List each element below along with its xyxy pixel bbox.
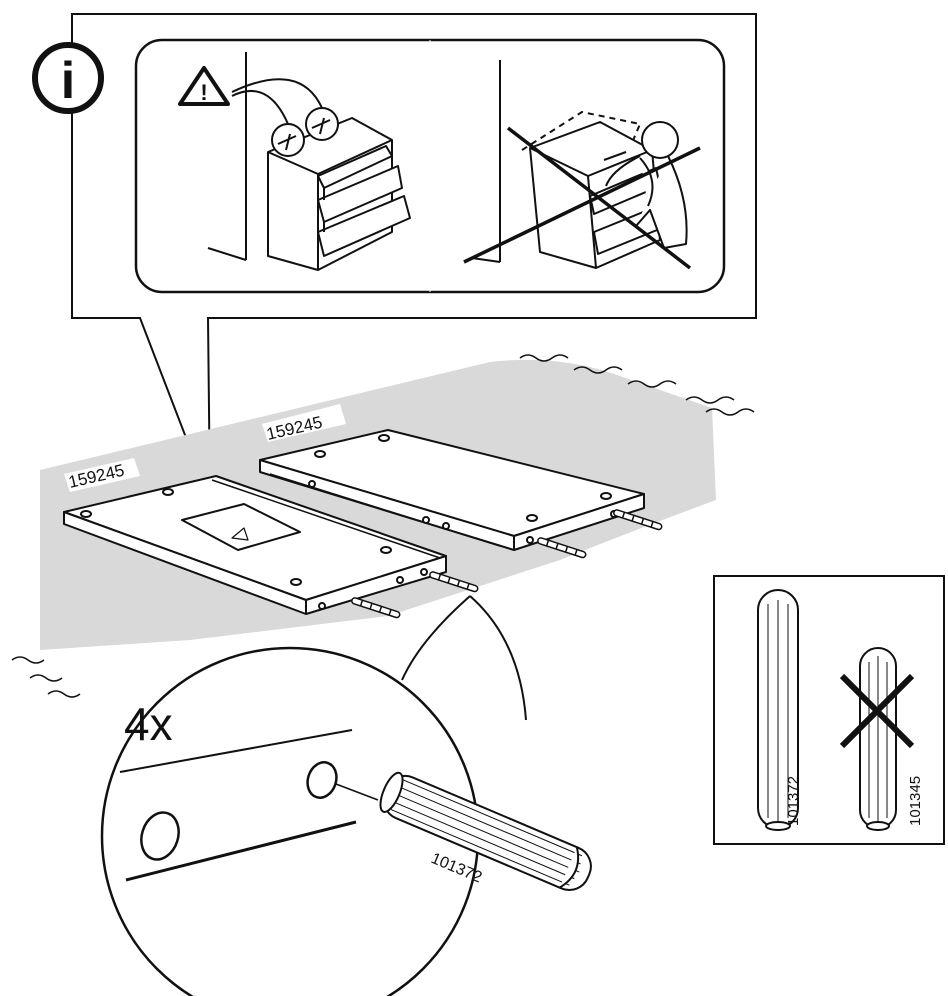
zoom-dowel (379, 771, 592, 891)
floor-edge-marks (11, 354, 755, 698)
wall-anchored-drawer-scene (207, 52, 411, 271)
dowel-correct-code: 101372 (785, 776, 802, 826)
quantity-label: 4x (124, 698, 173, 750)
dowel-2 (429, 571, 479, 593)
tip-over-hazard-scene (463, 60, 701, 270)
warning-icon: ! (178, 66, 230, 106)
inserted-dowels (351, 509, 663, 619)
dowel-correct (757, 589, 799, 831)
zoom-detail (100, 595, 527, 996)
cross-out-icon (839, 673, 915, 749)
zoom-hole-right (306, 761, 338, 799)
dowel-3 (537, 537, 587, 559)
dowel-4 (613, 509, 663, 531)
panel-left (63, 475, 447, 615)
warning-mark: ! (200, 80, 207, 105)
zoom-hole-left (140, 811, 180, 861)
dowel-comparison-box: 101372 101345 (713, 575, 945, 845)
info-icon: i (32, 42, 104, 114)
dowel-wrong-code: 101345 (907, 776, 924, 826)
dowel-wrong (859, 647, 897, 831)
dowel-1 (351, 597, 401, 619)
info-letter: i (61, 52, 75, 110)
panel-right (259, 429, 645, 551)
